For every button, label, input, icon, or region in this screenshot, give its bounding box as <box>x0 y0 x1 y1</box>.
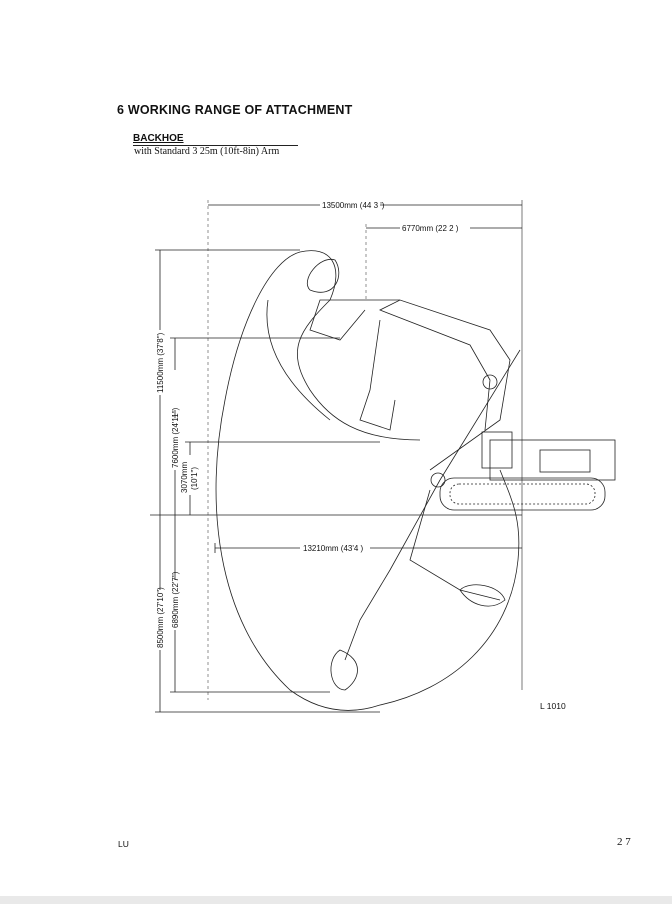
dim-max-vertical-wall: 6890mm (22'7") <box>171 571 180 628</box>
dim-max-dig-depth: 8500mm (27'10") <box>156 587 165 648</box>
dim-min-dump-height: 3070mm <box>180 462 189 493</box>
figure-ref: L 1010 <box>540 701 566 711</box>
subheading-rule <box>133 145 298 146</box>
dim-min-dump-height-ft: (10'1") <box>190 467 199 490</box>
dim-max-height: 11500mm (37'8") <box>156 332 165 393</box>
dim-max-reach: 13500mm (44 3 ') <box>322 201 385 210</box>
inner-envelope <box>296 250 421 441</box>
section-heading: 6 WORKING RANGE OF ATTACHMENT <box>117 103 353 117</box>
page-number: 2 7 <box>617 836 631 848</box>
dim-max-dump-height: 7600mm (24'11") <box>171 407 180 468</box>
dim-min-swing: 6770mm (22 2 ) <box>402 224 459 233</box>
bottom-edge <box>0 896 672 904</box>
subtitle: with Standard 3 25m (10ft-8in) Arm <box>134 146 280 157</box>
excavator-drawing <box>307 259 616 691</box>
footer-left: LU <box>118 839 129 849</box>
dim-ground-reach: 13210mm (43'4 ) <box>303 544 364 553</box>
working-envelope <box>215 251 520 711</box>
subheading: BACKHOE <box>133 133 184 144</box>
